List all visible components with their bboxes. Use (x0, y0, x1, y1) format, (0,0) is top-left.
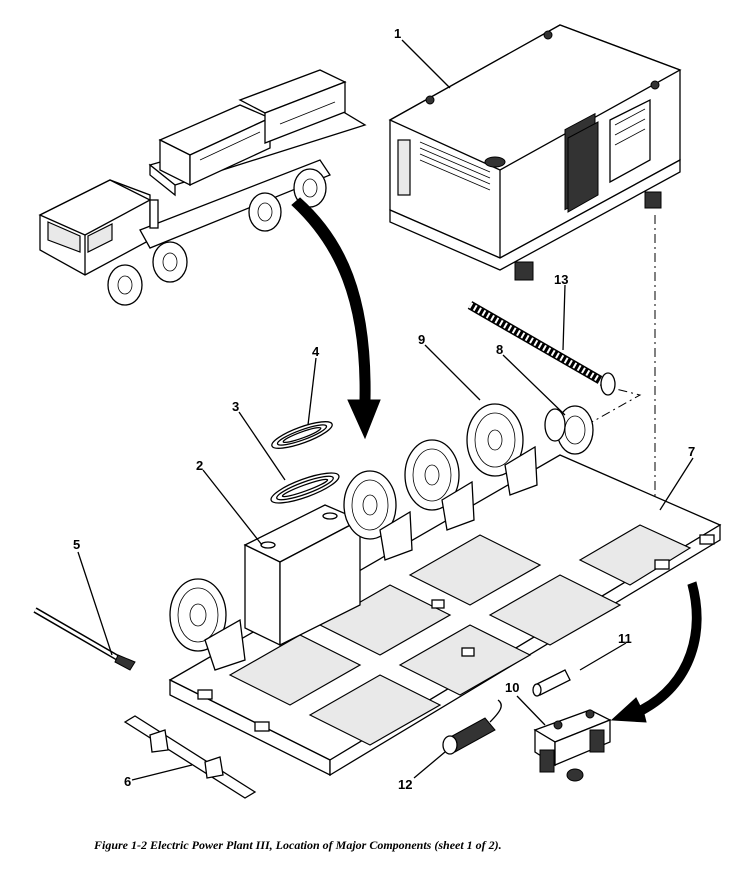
callout-7: 7 (688, 444, 696, 459)
generator-set (388, 24, 682, 281)
callout-5: 5 (73, 537, 81, 552)
leader-lines (77, 39, 694, 781)
callout-2: 2 (196, 458, 204, 473)
pallet-frame (168, 454, 722, 777)
strap (123, 715, 257, 799)
truck-to-pallet-arrow (291, 197, 381, 440)
coiled-cables (270, 421, 340, 504)
callout-12: 12 (398, 777, 413, 792)
t-handle-tool (33, 557, 136, 671)
callout-6: 6 (124, 774, 132, 789)
adapter (532, 669, 571, 697)
ground-rod (467, 301, 616, 396)
cable-reels (169, 403, 594, 671)
callout-1: 1 (394, 26, 402, 41)
callout-10: 10 (505, 680, 520, 695)
truck-illustration (38, 69, 367, 306)
callout-8: 8 (496, 342, 504, 357)
callout-13: 13 (554, 272, 569, 287)
connector-block (533, 709, 612, 782)
callout-3: 3 (232, 399, 240, 414)
pallet-to-connector-arrow (610, 581, 702, 723)
callout-9: 9 (418, 332, 426, 347)
callout-4: 4 (312, 344, 320, 359)
figure-caption: Figure 1-2 Electric Power Plant III, Loc… (94, 838, 502, 852)
callout-11: 11 (618, 631, 632, 646)
light-assembly (442, 699, 502, 755)
fuel-tank (243, 504, 362, 647)
